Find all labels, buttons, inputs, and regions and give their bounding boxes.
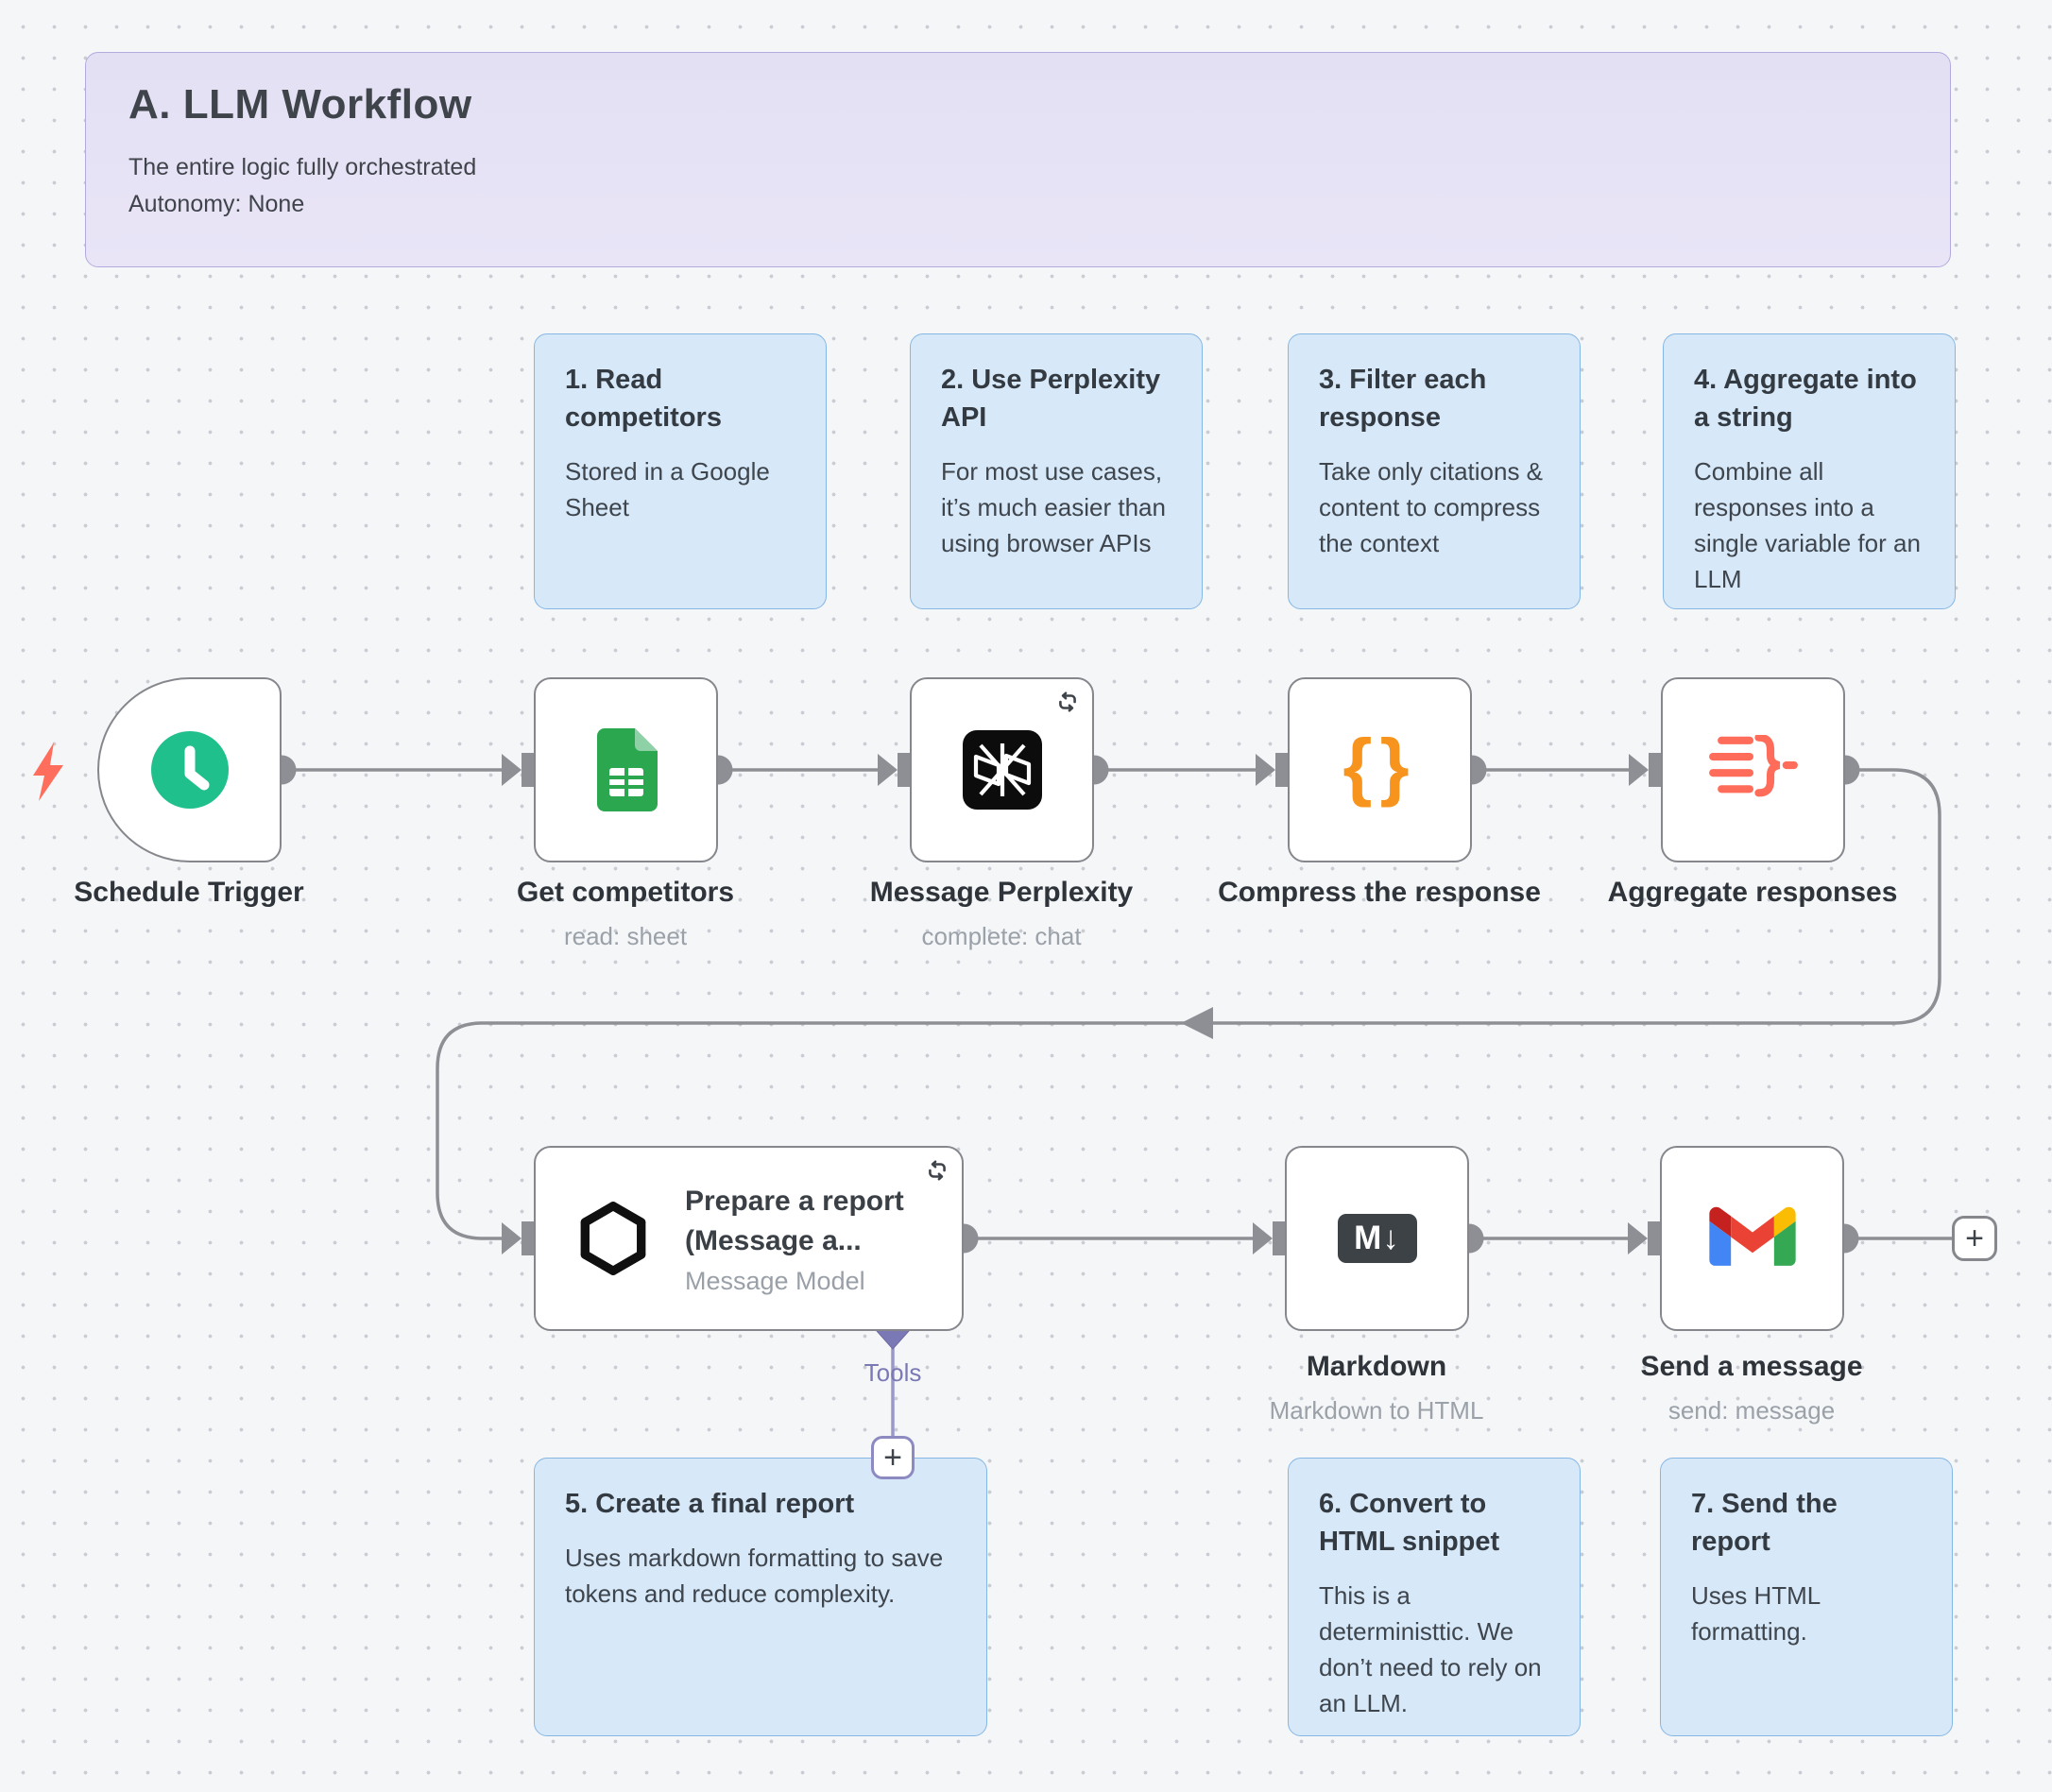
node-schedule-trigger[interactable] bbox=[97, 677, 282, 862]
add-node-button[interactable]: + bbox=[1952, 1216, 1997, 1261]
note-title: 4. Aggregate into a string bbox=[1694, 365, 1917, 433]
sticky-note-5[interactable]: 5. Create a final report Uses markdown f… bbox=[534, 1458, 987, 1736]
label-aggregate-responses: Aggregate responses bbox=[1607, 877, 1898, 908]
note-body: Take only citations & content to compres… bbox=[1319, 457, 1544, 557]
prepare-title-line2: (Message a... bbox=[685, 1224, 862, 1256]
sub-markdown: Markdown to HTML bbox=[1269, 1396, 1484, 1425]
sub-send-message: send: message bbox=[1667, 1396, 1836, 1425]
input-port[interactable] bbox=[1649, 753, 1661, 787]
note-title: 3. Filter each response bbox=[1319, 365, 1487, 433]
sticky-note-header[interactable]: A. LLM Workflow The entire logic fully o… bbox=[85, 52, 1951, 267]
node-compress-response[interactable]: {} bbox=[1288, 677, 1472, 862]
note-body: Combine all responses into a single vari… bbox=[1694, 457, 1921, 593]
prepare-title-line1: Prepare a report bbox=[685, 1185, 904, 1217]
note-title: 1. Read competitors bbox=[565, 365, 722, 433]
input-arrow[interactable] bbox=[1253, 1222, 1273, 1254]
workflow-title: A. LLM Workflow bbox=[128, 81, 472, 128]
sticky-note-7[interactable]: 7. Send the report Uses HTML formatting. bbox=[1660, 1458, 1953, 1736]
google-sheets-icon bbox=[596, 728, 658, 811]
note-body: Uses HTML formatting. bbox=[1691, 1581, 1821, 1646]
loop-icon bbox=[929, 1160, 946, 1181]
input-arrow[interactable] bbox=[502, 754, 522, 786]
input-arrow[interactable] bbox=[1629, 754, 1649, 786]
node-prepare-report[interactable]: Prepare a report (Message a... Message M… bbox=[534, 1146, 964, 1331]
trigger-bolt-icon bbox=[33, 742, 63, 801]
label-markdown: Markdown bbox=[1306, 1351, 1447, 1382]
input-port[interactable] bbox=[522, 1221, 534, 1255]
node-message-perplexity[interactable] bbox=[910, 677, 1094, 862]
input-port[interactable] bbox=[1275, 753, 1288, 787]
node-get-competitors[interactable] bbox=[534, 677, 718, 862]
note-title: 7. Send the report bbox=[1691, 1489, 1838, 1557]
note-body: Uses markdown formatting to save tokens … bbox=[565, 1544, 944, 1608]
sticky-note-3[interactable]: 3. Filter each response Take only citati… bbox=[1288, 333, 1581, 609]
markdown-icon: M↓ bbox=[1337, 1214, 1417, 1263]
label-send-message: Send a message bbox=[1640, 1351, 1863, 1382]
note-title: 2. Use Perplexity API bbox=[941, 365, 1161, 433]
workflow-subtitle-line2: Autonomy: None bbox=[128, 191, 305, 217]
input-arrow[interactable] bbox=[878, 754, 898, 786]
input-port[interactable] bbox=[1273, 1221, 1285, 1255]
workflow-subtitle-line1: The entire logic fully orchestrated bbox=[128, 154, 477, 180]
input-arrow[interactable] bbox=[1256, 754, 1275, 786]
sticky-note-1[interactable]: 1. Read competitors Stored in a Google S… bbox=[534, 333, 827, 609]
input-port[interactable] bbox=[1648, 1221, 1660, 1255]
input-ports[interactable] bbox=[502, 753, 1661, 1255]
input-port[interactable] bbox=[522, 753, 534, 787]
sticky-note-6[interactable]: 6. Convert to HTML snippet This is a det… bbox=[1288, 1458, 1581, 1736]
sticky-note-4[interactable]: 4. Aggregate into a string Combine all r… bbox=[1663, 333, 1956, 609]
sub-get-competitors: read: sheet bbox=[563, 922, 688, 950]
node-markdown[interactable]: M↓ bbox=[1285, 1146, 1469, 1331]
label-message-perplexity: Message Perplexity bbox=[869, 877, 1134, 908]
node-send-message[interactable] bbox=[1660, 1146, 1844, 1331]
input-port[interactable] bbox=[898, 753, 910, 787]
aggregate-icon bbox=[1708, 735, 1798, 797]
sub-message-perplexity: complete: chat bbox=[921, 922, 1082, 950]
loop-icon bbox=[1059, 691, 1076, 712]
input-arrow[interactable] bbox=[1628, 1222, 1648, 1254]
clock-icon bbox=[150, 731, 229, 809]
sticky-note-2[interactable]: 2. Use Perplexity API For most use cases… bbox=[910, 333, 1203, 609]
node-aggregate-responses[interactable] bbox=[1661, 677, 1845, 862]
openai-icon bbox=[580, 1202, 646, 1275]
label-compress-response: Compress the response bbox=[1218, 877, 1541, 908]
input-arrow[interactable] bbox=[502, 1222, 522, 1254]
gmail-icon bbox=[1708, 1206, 1796, 1266]
loop-direction-arrow bbox=[1181, 1007, 1213, 1039]
prepare-subtitle: Message Model bbox=[685, 1266, 865, 1295]
add-tool-button[interactable]: + bbox=[871, 1436, 915, 1479]
note-title: 5. Create a final report bbox=[565, 1489, 855, 1519]
code-braces-icon: {} bbox=[1342, 724, 1417, 808]
note-body: This is a deterministtic. We don’t need … bbox=[1319, 1581, 1542, 1717]
label-schedule-trigger: Schedule Trigger bbox=[74, 877, 304, 908]
note-title: 6. Convert to HTML snippet bbox=[1319, 1489, 1500, 1557]
perplexity-icon bbox=[962, 730, 1042, 810]
note-body: Stored in a Google Sheet bbox=[565, 457, 770, 521]
note-body: For most use cases, it’s much easier tha… bbox=[941, 457, 1166, 557]
label-get-competitors: Get competitors bbox=[516, 877, 735, 908]
tools-label: Tools bbox=[864, 1358, 922, 1387]
